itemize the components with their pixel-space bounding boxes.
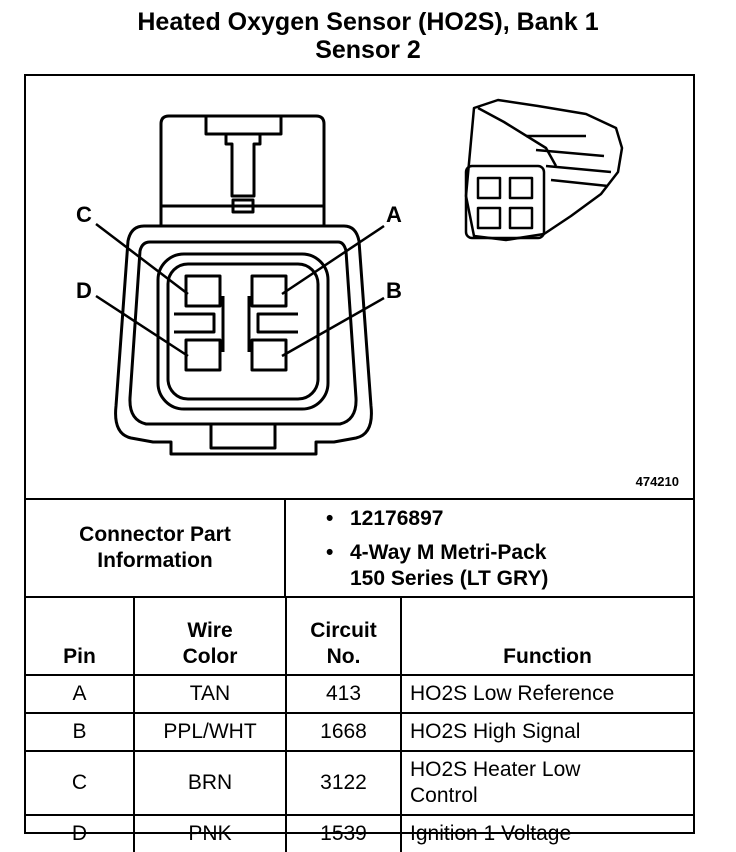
pin-cell: B [26, 712, 135, 752]
wire-color-cell: PNK [133, 814, 287, 852]
description-row-2: 150 Series (LT GRY) [350, 566, 548, 592]
key-left [174, 312, 216, 334]
key-center [221, 296, 251, 352]
connector-part-info-label: Connector Part Information [26, 500, 286, 596]
info-label-line-1: Connector Part [79, 523, 231, 546]
wire-color-cell: PPL/WHT [133, 712, 287, 752]
key-right [256, 312, 298, 334]
function-cell: HO2S Low Reference [400, 674, 693, 714]
latch-top-tab [204, 116, 283, 136]
description-line-1: 4-Way M Metri-Pack [350, 541, 547, 564]
connector-3d-ribs [526, 134, 612, 188]
connector-body-inner [128, 240, 358, 426]
connector-3d-view [464, 98, 624, 242]
connector-3d-body [464, 98, 624, 242]
leader-a [281, 224, 385, 296]
pin-label-a: A [386, 202, 402, 227]
pin-cell: A [26, 674, 135, 714]
description-line-2: 150 Series (LT GRY) [350, 567, 549, 590]
cavity-a [250, 274, 288, 308]
bottom-tab [209, 422, 277, 450]
figure-number: 474210 [635, 474, 679, 489]
connector-3d-latch [477, 106, 558, 167]
function-cell: Ignition 1 Voltage [400, 814, 693, 852]
pin-cell: D [26, 814, 135, 852]
connector-sheet: C A D B 474210 Connector Part In [24, 74, 695, 852]
connector-3d-cavity-1 [476, 176, 502, 200]
info-label-line-2: Information [97, 549, 213, 572]
leader-d [95, 294, 189, 358]
seal-ring-outer [156, 252, 330, 411]
bullet-icon: • [326, 507, 334, 530]
connector-part-info: Connector Part Information • 12176897 • 4-… [26, 498, 693, 598]
description-row: • 4-Way M Metri-Pack [326, 540, 546, 566]
latch-lock [231, 198, 255, 214]
header-pin: Pin [26, 598, 135, 676]
connector-3d-cavity-3 [476, 206, 502, 230]
cavity-c [184, 274, 222, 308]
pin-label-c: C [76, 202, 92, 227]
connector-3d-cavity-2 [508, 176, 534, 200]
cavity-d [184, 338, 222, 372]
connector-face-drawing: C A D B [76, 98, 624, 456]
pin-label-d: D [76, 278, 92, 303]
title-line-2: Sensor 2 [315, 36, 421, 64]
connector-diagram: C A D B 474210 [26, 76, 693, 498]
latch-housing [159, 114, 326, 226]
latch-stem [224, 134, 262, 198]
wire-color-cell: BRN [133, 750, 287, 816]
part-number-row: • 12176897 [326, 506, 443, 532]
table-row: D PNK 1539 Ignition 1 Voltage [26, 814, 693, 852]
leader-b [281, 296, 385, 358]
table-row: A TAN 413 HO2S Low Reference [26, 674, 693, 714]
pin-label-b: B [386, 278, 402, 303]
connector-3d-face [464, 164, 546, 240]
header-function: Function [400, 598, 693, 676]
function-cell: HO2S High Signal [400, 712, 693, 752]
circuit-cell: 413 [285, 674, 402, 714]
table-row: B PPL/WHT 1668 HO2S High Signal [26, 712, 693, 752]
bullet-icon: • [326, 541, 334, 564]
circuit-cell: 1668 [285, 712, 402, 752]
wire-color-cell: TAN [133, 674, 287, 714]
cavity-b [250, 338, 288, 372]
circuit-cell: 3122 [285, 750, 402, 816]
title-line-1: Heated Oxygen Sensor (HO2S), Bank 1 [137, 8, 599, 36]
seal-ring-inner [166, 262, 320, 401]
circuit-cell: 1539 [285, 814, 402, 852]
pin-cell: C [26, 750, 135, 816]
page-title: Heated Oxygen Sensor (HO2S), Bank 1 Sens… [0, 8, 736, 64]
part-number: 12176897 [350, 507, 444, 530]
connector-part-info-values: • 12176897 • 4-Way M Metri-Pack 150 Series… [286, 500, 693, 596]
connector-3d-cavity-4 [508, 206, 534, 230]
leader-c [95, 223, 189, 295]
connector-body [114, 224, 373, 456]
